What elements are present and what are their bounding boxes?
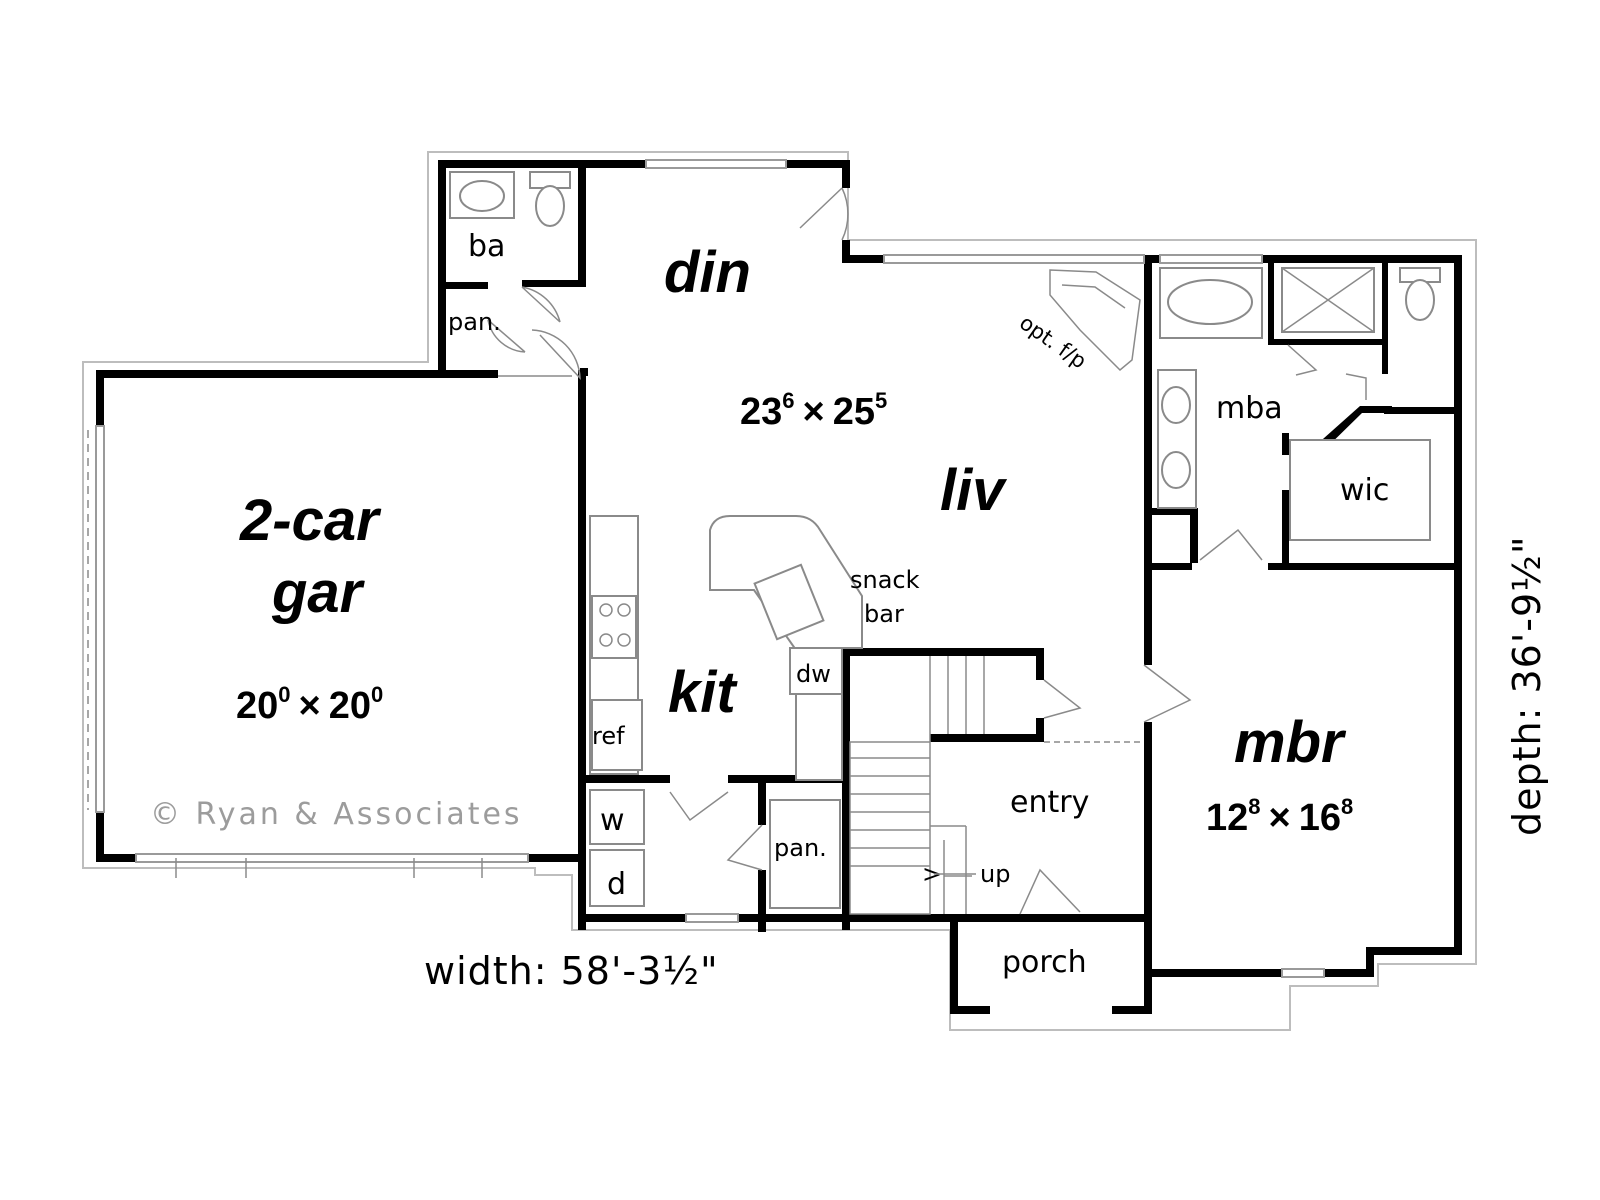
exterior-outline bbox=[82, 151, 1477, 1031]
label-washer: w bbox=[600, 803, 625, 838]
depth-label: depth: 36'-9½" bbox=[1505, 536, 1549, 836]
garage-dim-h: 20 bbox=[329, 685, 371, 727]
label-dryer: d bbox=[607, 867, 626, 902]
mbr-dimensions: 128×168 bbox=[1206, 794, 1353, 839]
living-dim-h-sup: 5 bbox=[875, 388, 887, 413]
mbr-dim-times: × bbox=[1269, 797, 1291, 839]
label-up: up bbox=[980, 860, 1010, 888]
label-ref: ref bbox=[592, 722, 625, 750]
living-dimensions: 236 ×255 bbox=[740, 388, 887, 433]
label-wic: wic bbox=[1340, 473, 1389, 508]
label-mba: mba bbox=[1216, 391, 1283, 426]
garage-dim-w-sup: 0 bbox=[278, 682, 290, 707]
stair-up-arrow: > bbox=[922, 860, 942, 888]
label-opt-fp: opt. f/p bbox=[1015, 310, 1091, 373]
label-mbr: mbr bbox=[1234, 710, 1347, 775]
label-dw: dw bbox=[796, 660, 831, 688]
label-din: din bbox=[664, 240, 751, 305]
windows bbox=[95, 159, 1325, 978]
label-entry: entry bbox=[1010, 785, 1089, 820]
label-garage-line1: 2-car bbox=[239, 488, 382, 553]
mbr-dim-h: 16 bbox=[1299, 797, 1341, 839]
label-snack: snack bbox=[850, 566, 920, 594]
garage-dimensions: 200×200 bbox=[236, 682, 383, 727]
label-liv: liv bbox=[940, 458, 1007, 523]
stairs bbox=[849, 656, 1144, 915]
label-garage-line2: gar bbox=[271, 560, 366, 625]
mbr-dim-w-sup: 8 bbox=[1248, 794, 1260, 819]
living-dim-w-sup: 6 bbox=[782, 388, 794, 413]
label-bar: bar bbox=[864, 600, 904, 628]
garage-dim-w: 20 bbox=[236, 685, 278, 727]
label-porch: porch bbox=[1002, 945, 1087, 980]
fixtures bbox=[87, 171, 1441, 915]
living-dim-w: 23 bbox=[740, 391, 782, 433]
label-pan-upper: pan. bbox=[448, 308, 501, 336]
label-ba: ba bbox=[468, 229, 505, 264]
garage-dim-times: × bbox=[299, 685, 321, 727]
width-label: width: 58'-3½" bbox=[424, 949, 719, 993]
garage-dim-h-sup: 0 bbox=[371, 682, 383, 707]
living-dim-h: 25 bbox=[833, 391, 875, 433]
walls bbox=[96, 160, 1462, 1014]
label-kit: kit bbox=[668, 660, 738, 725]
living-dim-times: × bbox=[803, 391, 825, 433]
copyright-text: © Ryan & Associates bbox=[150, 797, 523, 832]
mbr-dim-h-sup: 8 bbox=[1341, 794, 1353, 819]
mbr-dim-w: 12 bbox=[1206, 797, 1248, 839]
label-pan-lower: pan. bbox=[774, 834, 827, 862]
